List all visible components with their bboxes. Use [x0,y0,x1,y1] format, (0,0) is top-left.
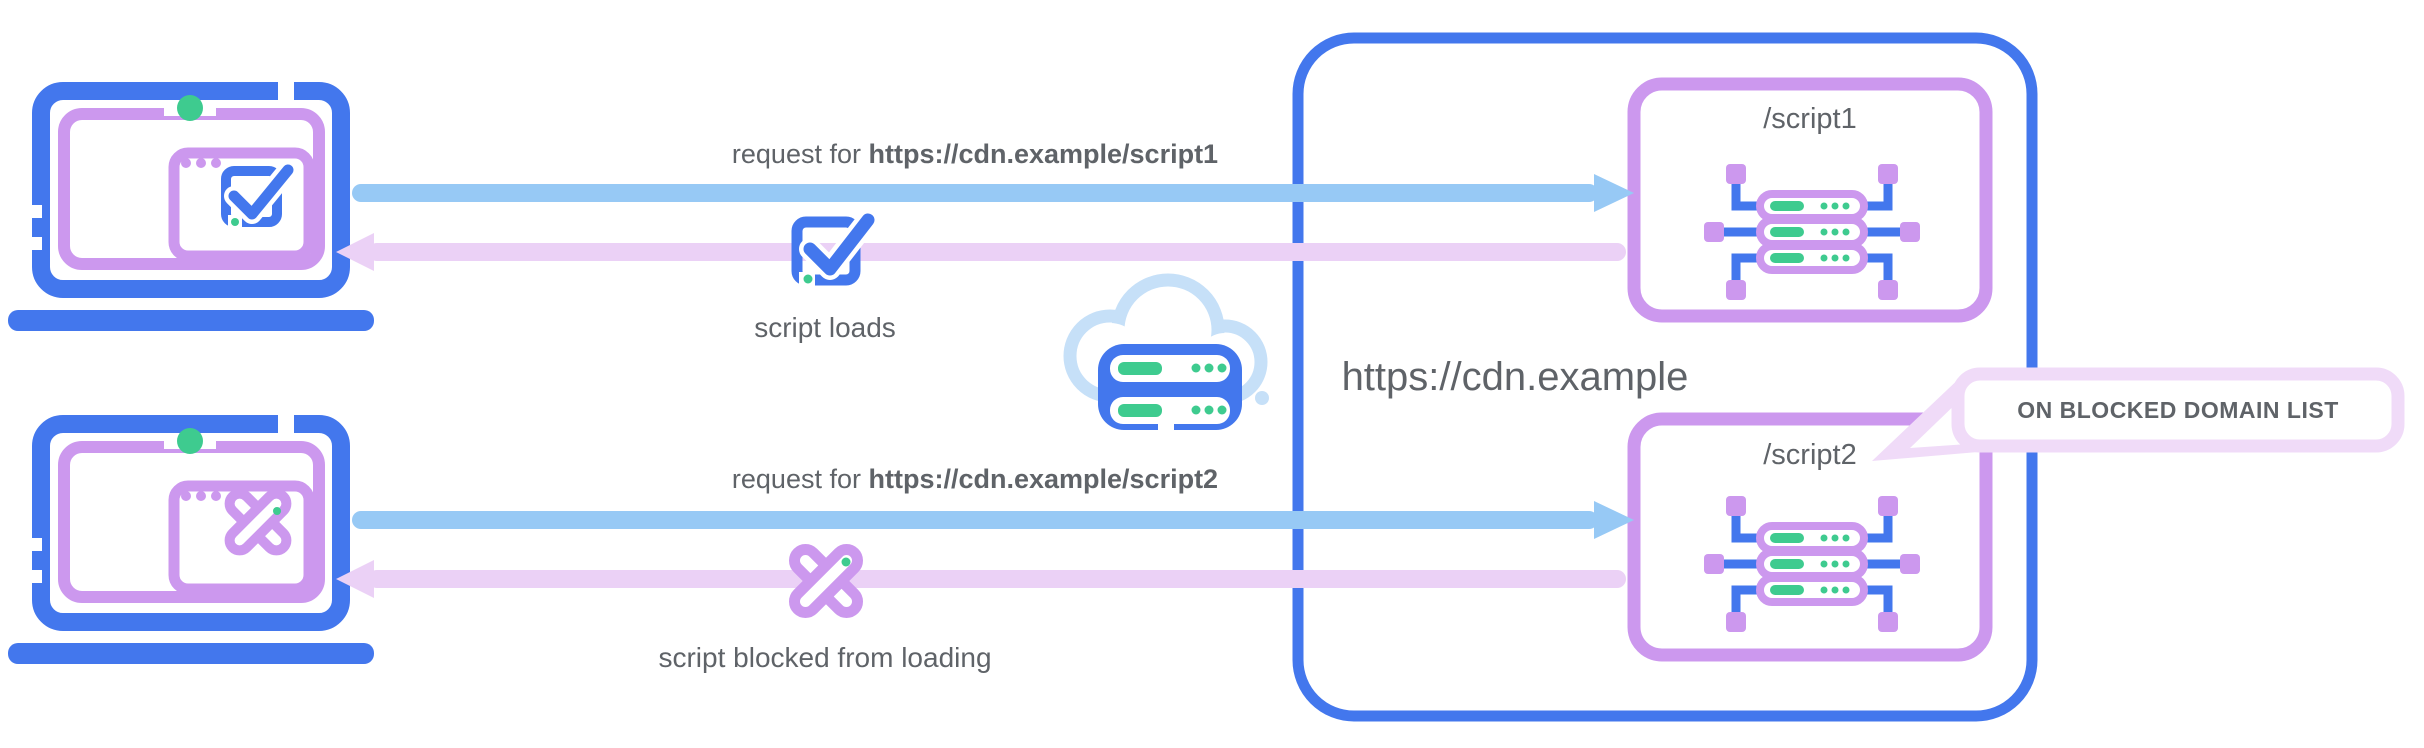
callout-text: ON BLOCKED DOMAIN LIST [2017,396,2339,423]
result-label-bottom: script blocked from loading [658,642,992,673]
status-dot [177,95,203,121]
blocked-x-mini-icon [224,488,292,556]
request-label-top: request for https://cdn.example/script1 [352,138,1598,172]
endpoint-label-script2: /script2 [1763,439,1857,471]
request-url: https://cdn.example/script2 [868,464,1219,494]
endpoint-label-script1: /script1 [1763,103,1857,135]
server-node-icon-script1 [1704,164,1920,300]
blocked-x-icon [788,543,864,619]
laptop-icon-top [8,79,374,331]
request-prefix: request for [731,464,869,494]
request-arrow-bottom [352,501,1634,539]
laptop-icon-bottom [8,412,374,664]
speech-bubble-callout [1872,367,2405,461]
request-url: https://cdn.example/script1 [868,139,1219,169]
cdn-domain-label: https://cdn.example [1341,355,1689,399]
request-label-bottom: request for https://cdn.example/script2 [352,463,1598,497]
status-dot [177,428,203,454]
response-arrow-bottom [336,560,1626,598]
server-node-icon-script2 [1704,496,1920,632]
check-square-mini-icon [221,160,298,228]
response-arrow-top [336,233,1626,271]
cloud-server-icon [1063,273,1269,432]
check-square-icon [791,209,879,286]
request-prefix: request for [731,139,869,169]
result-label-top: script loads [754,312,896,343]
request-arrow-top [352,174,1634,212]
